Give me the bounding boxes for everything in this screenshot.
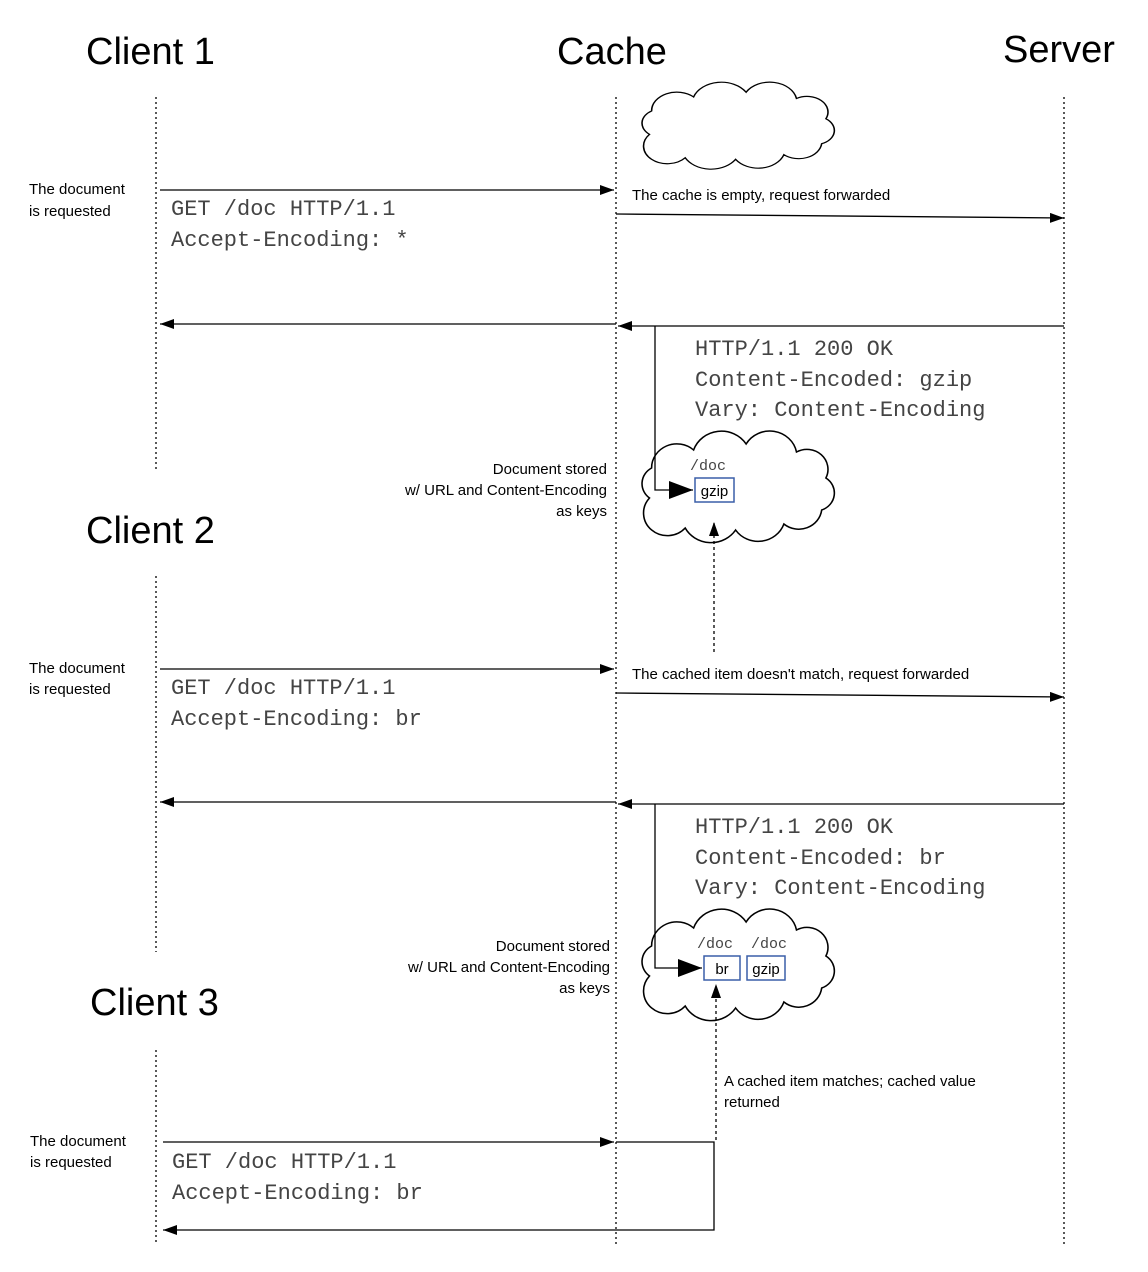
forward-note: The cache is empty, request forwarded: [632, 187, 890, 204]
actor-cache: Cache: [557, 31, 667, 73]
client-note: The document: [29, 660, 126, 677]
response-status: HTTP/1.1 200 OK: [695, 337, 894, 362]
cache-key-box: [746, 955, 786, 981]
cache-key: br: [715, 961, 728, 978]
stored-note: Document stored: [493, 461, 607, 478]
cache-url: /doc: [690, 458, 726, 475]
match-note: returned: [724, 1094, 780, 1111]
client-note: is requested: [30, 1154, 112, 1171]
actor-client-1: Client 1: [86, 31, 215, 73]
response-header: Content-Encoded: br: [695, 846, 946, 871]
cache-key-box: [694, 477, 735, 503]
request-header: Accept-Encoding: *: [171, 228, 409, 253]
request-line: GET /doc HTTP/1.1: [171, 197, 395, 222]
forward-note: The cached item doesn't match, request f…: [632, 666, 969, 683]
store-arrow: [654, 326, 693, 499]
response-status: HTTP/1.1 200 OK: [695, 815, 894, 840]
store-arrow: [654, 804, 702, 977]
client-note: The document: [29, 181, 126, 198]
cache-url: /doc: [751, 936, 787, 953]
section-1: The document is requested GET /doc HTTP/…: [29, 181, 1065, 544]
actor-server: Server: [1003, 29, 1115, 71]
request-header: Accept-Encoding: br: [171, 707, 422, 732]
stored-note: Document stored: [496, 938, 610, 955]
cache-cloud-icon: [641, 430, 836, 544]
section-2: The document is requested GET /doc HTTP/…: [29, 522, 1065, 1022]
response-header: Vary: Content-Encoding: [695, 876, 985, 901]
actor-client-2: Client 2: [86, 510, 215, 552]
client-note: is requested: [29, 203, 111, 220]
forward-arrow: [615, 691, 1065, 702]
client-note: The document: [30, 1133, 127, 1150]
response-header: Vary: Content-Encoding: [695, 398, 985, 423]
cache-url: /doc: [697, 936, 733, 953]
cache-key-box: [703, 955, 741, 981]
request-line: GET /doc HTTP/1.1: [171, 676, 395, 701]
match-note: A cached item matches; cached value: [724, 1073, 976, 1090]
stored-note: w/ URL and Content-Encoding: [404, 482, 607, 499]
cache-key: gzip: [752, 961, 780, 978]
actor-client-3: Client 3: [90, 982, 219, 1024]
response-header: Content-Encoded: gzip: [695, 368, 972, 393]
forward-arrow: [615, 212, 1065, 223]
cached-response-arrow: [163, 1141, 715, 1235]
stored-note: w/ URL and Content-Encoding: [407, 959, 610, 976]
request-header: Accept-Encoding: br: [172, 1181, 423, 1206]
empty-cache-cloud-icon: [641, 81, 836, 170]
request-line: GET /doc HTTP/1.1: [172, 1150, 396, 1175]
stored-note: as keys: [559, 980, 610, 997]
stored-note: as keys: [556, 503, 607, 520]
client-note: is requested: [29, 681, 111, 698]
section-3: A cached item matches; cached value retu…: [30, 984, 976, 1235]
cache-key: gzip: [701, 483, 729, 500]
